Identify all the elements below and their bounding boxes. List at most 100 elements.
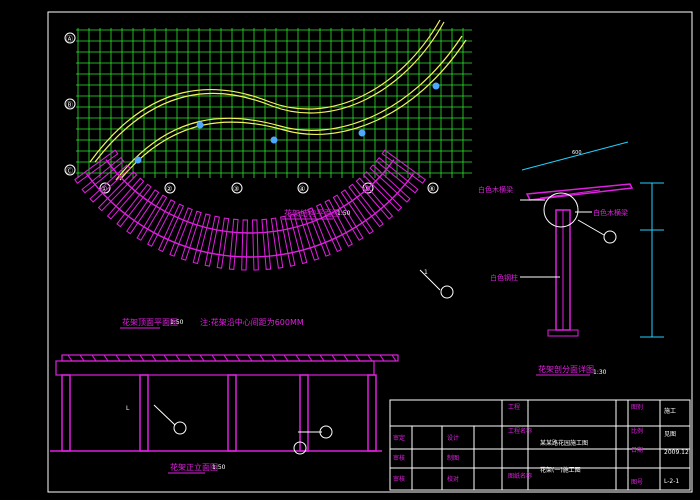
top-view-rafter	[81, 157, 125, 194]
section-dim-top-label: 600	[572, 150, 582, 156]
top-view-rafter	[116, 183, 152, 228]
plan-axis-col-bubble	[231, 182, 243, 194]
top-view-title: 花架顶面平面图	[122, 317, 178, 327]
title-block-cell: 审定	[393, 434, 405, 442]
top-view-rafter	[375, 157, 419, 194]
top-view-rafter	[369, 164, 411, 203]
title-block-cell: 图纸名称	[508, 472, 532, 480]
elevation-rafter	[103, 354, 109, 362]
top-view-rafter	[307, 207, 331, 257]
elevation-rafter	[379, 354, 385, 362]
elevation-column	[299, 374, 309, 452]
elevation-rafter	[139, 354, 145, 362]
top-view-rafter	[289, 213, 308, 265]
top-view-rafter	[355, 177, 394, 220]
top-view-rafter	[216, 217, 230, 269]
title-block-cell: 图号	[631, 479, 643, 486]
section-top-beam	[525, 183, 634, 201]
title-block-cell: 工程名称	[508, 427, 532, 435]
title-block-cell: 施工	[664, 407, 676, 415]
top-view-marker	[440, 285, 454, 299]
plan-axis-col-bubble	[427, 182, 439, 194]
title-block-cell: 日期	[631, 446, 643, 454]
plan-axis-col-label: ⑥	[429, 185, 435, 193]
plan-curve	[89, 19, 441, 163]
plan-column-dot	[358, 129, 366, 137]
top-view-rafter	[126, 189, 160, 235]
section-title: 花架剖分面详图	[538, 364, 594, 374]
title-block-cell: 花架(一)施工图	[540, 466, 581, 474]
callout-beam-top: 白色木横梁	[478, 185, 513, 194]
top-view-rafter	[348, 183, 384, 228]
elevation-marker	[319, 425, 333, 439]
top-view-rafter	[315, 203, 342, 253]
title-block-cell: 审核	[393, 454, 405, 462]
top-view-leader	[419, 269, 441, 291]
top-view-rafter	[106, 177, 145, 220]
elevation-rafter	[307, 354, 313, 362]
top-view-rafter	[280, 215, 296, 267]
plan-column-dot	[134, 156, 142, 164]
top-view: 1	[74, 149, 454, 299]
top-view-rafter	[180, 210, 202, 261]
top-view-rafter	[136, 194, 168, 241]
section-dim-top	[521, 141, 629, 171]
plan-axis-col-label: ③	[233, 185, 239, 193]
elevation-marker	[293, 441, 307, 455]
elevation-rafter	[151, 354, 157, 362]
title-block-cell: 见图	[664, 431, 676, 438]
top-view-note: 注:花架沿中心间距为600MM	[200, 317, 304, 327]
top-view-rafter	[228, 218, 239, 270]
plan-axis-col-label: ②	[166, 185, 172, 193]
elevation-rafter	[367, 354, 373, 362]
title-block-cell: 2009.12	[664, 449, 689, 456]
elevation-rafter	[283, 354, 289, 362]
elevation-rafter	[295, 354, 301, 362]
plan-axis-row-label: Ⓐ	[66, 35, 73, 43]
elevation-rafter	[223, 354, 229, 362]
plan-axis-row-bubble	[64, 164, 76, 176]
title-block-cell: 设计	[447, 434, 459, 442]
title-block-cell: 审核	[393, 475, 405, 483]
title-block-cell: 校对	[447, 475, 459, 483]
elevation-main-beam	[55, 360, 375, 376]
elevation-view: L	[50, 354, 399, 455]
plan-curve	[119, 39, 467, 181]
plan-axis-col-bubble	[362, 182, 374, 194]
elevation-rafter	[79, 354, 85, 362]
top-view-rafter	[340, 189, 374, 235]
elevation-rafter	[127, 354, 133, 362]
top-view-rafter	[241, 219, 249, 271]
top-view-scale: 1:50	[170, 319, 184, 326]
plan-axis-col-bubble	[164, 182, 176, 194]
elevation-rafter	[319, 354, 325, 362]
top-view-rafter	[362, 171, 403, 212]
title-block-cell: 图别	[631, 403, 643, 411]
title-block-cell: L-2-1	[664, 478, 679, 485]
elevation-scale: 1:50	[212, 464, 226, 471]
top-view-rafter	[298, 210, 320, 261]
elevation-rafter	[271, 354, 277, 362]
section-leader	[577, 219, 605, 236]
elevation-rafter	[163, 354, 169, 362]
elevation-rafter	[331, 354, 337, 362]
title-block-frame	[389, 399, 691, 491]
top-view-rafter	[204, 215, 220, 267]
top-view-rafter	[169, 207, 193, 257]
elevation-rafter	[91, 354, 97, 362]
top-view-rafter	[332, 194, 364, 241]
top-view-rafter	[324, 199, 353, 247]
plan-axis-col-label: ①	[101, 185, 107, 193]
section-scale: 1:30	[593, 369, 607, 376]
plan-axis-row-bubble	[64, 32, 76, 44]
top-view-rafter	[147, 199, 176, 247]
title-block-cell: 工程	[508, 403, 520, 411]
elevation-leader	[153, 404, 176, 426]
plan-column-dot	[432, 82, 440, 90]
plan-axis-col-label: ④	[299, 185, 305, 193]
top-view-rafter	[74, 149, 119, 184]
top-view-rafter	[158, 203, 185, 253]
top-view-rafter	[192, 213, 211, 265]
